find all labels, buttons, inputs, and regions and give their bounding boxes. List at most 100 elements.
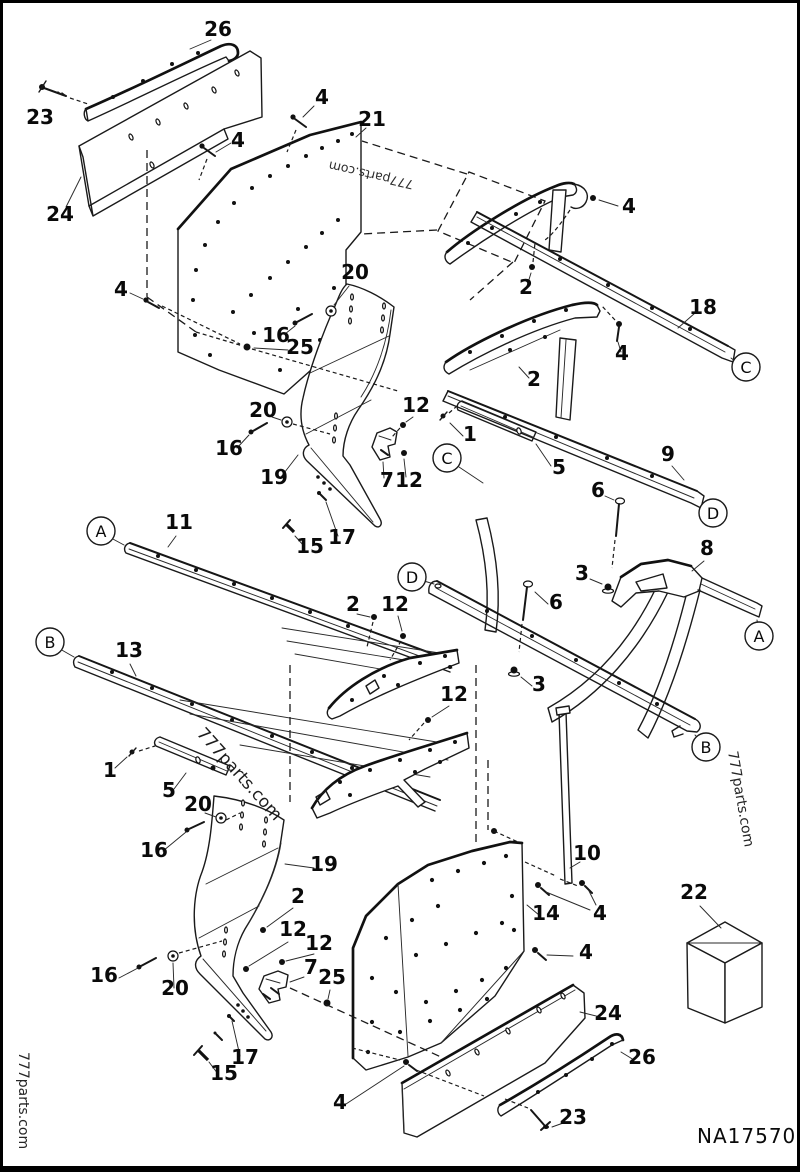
section-markers: A B C D C D A B [35, 352, 774, 762]
callout-4-h: 4 [333, 1090, 347, 1114]
callout-24-top: 24 [46, 202, 74, 226]
screw-4-icons-bottom [351, 861, 593, 1097]
part-26-top-strip [83, 42, 240, 122]
carriage-bolt-6-icons [518, 497, 626, 653]
callout-12-d: 12 [440, 682, 468, 706]
part-7-bracket-upper [371, 427, 398, 461]
callout-labels: 26 23 4 21 4 24 4 2 18 4 20 16 25 2 4 20… [26, 17, 717, 1129]
part-5-bar-lower [153, 736, 231, 776]
callout-26-bottom: 26 [628, 1045, 656, 1069]
callout-16-d: 16 [90, 963, 118, 987]
callout-15-b: 15 [210, 1061, 238, 1085]
bolt-2-12-mid-icons [366, 614, 431, 741]
part-24-top-board [78, 50, 263, 217]
callout-9: 9 [661, 442, 675, 466]
part-8-bracket [611, 558, 763, 618]
callout-7-a: 7 [380, 468, 394, 492]
callout-8: 8 [700, 536, 714, 560]
bolt-1-upper-icon [439, 405, 458, 421]
watermark-left-edge: 777parts.com [15, 1052, 31, 1149]
callout-25-a: 25 [286, 335, 314, 359]
callout-12-a: 12 [402, 393, 430, 417]
callout-4-d: 4 [114, 277, 128, 301]
marker-C-right: C [731, 352, 761, 382]
marker-A-right-letter: A [754, 627, 765, 646]
part-19-blade-upper [300, 283, 395, 528]
construction-dashes [289, 665, 521, 845]
washer-20-screw-16-upper-icons [146, 150, 399, 435]
marker-A-left: A [86, 516, 116, 546]
callout-16-c: 16 [140, 838, 168, 862]
part-10-rod [555, 705, 573, 885]
callout-2-b: 2 [527, 367, 541, 391]
callout-1-a: 1 [463, 422, 477, 446]
screw-15-17-upper-icons [282, 491, 327, 534]
upper-weldment-plate [326, 648, 460, 720]
callout-23-bottom: 23 [559, 1105, 587, 1129]
part-14-panel [351, 840, 525, 1071]
callout-6-a: 6 [591, 478, 605, 502]
callout-19-b: 19 [310, 852, 338, 876]
marker-B-left: B [35, 627, 65, 657]
callout-10: 10 [573, 841, 601, 865]
bolt-2-12-25-lower-icons [243, 927, 442, 1058]
callout-21: 21 [358, 107, 386, 131]
callout-20-d: 20 [161, 976, 189, 1000]
part-21-panel [176, 120, 363, 395]
callout-26-top: 26 [204, 17, 232, 41]
callout-2-d: 2 [291, 884, 305, 908]
callout-20-a: 20 [341, 260, 369, 284]
bolt-1-lower-icon [128, 745, 156, 757]
callout-23-top: 23 [26, 105, 54, 129]
part-21-holes [191, 132, 354, 372]
marker-B-right-letter: B [701, 738, 712, 757]
callout-24-bottom: 24 [594, 1001, 622, 1025]
bolt-12-icons-upper [391, 422, 407, 456]
mid-right-arm-plate [443, 301, 601, 421]
screw-4-icons-top [143, 114, 622, 345]
marker-A-left-letter: A [96, 522, 107, 541]
marker-D-right: D [698, 498, 728, 528]
callout-1-b: 1 [103, 758, 117, 782]
callout-7-b: 7 [304, 955, 318, 979]
screw-15-17-lower-icons [193, 1014, 235, 1062]
callout-2-c: 2 [346, 592, 360, 616]
part-22-box [686, 921, 763, 1024]
part-18-rail [470, 211, 736, 363]
callout-12-c: 12 [381, 592, 409, 616]
marker-D-left: D [397, 562, 427, 592]
callout-11: 11 [165, 510, 193, 534]
callout-25-b: 25 [318, 965, 346, 989]
callout-2-a: 2 [519, 275, 533, 299]
part-7-bracket-lower [258, 970, 289, 1004]
callout-12-f: 12 [305, 931, 333, 955]
callout-16-b: 16 [215, 436, 243, 460]
callout-16-a: 16 [262, 323, 290, 347]
bolt-23-bottom-icon [504, 1098, 551, 1131]
callout-17-b: 17 [231, 1045, 259, 1069]
callout-3-a: 3 [575, 561, 589, 585]
marker-D-right-letter: D [707, 504, 719, 523]
callout-3-b: 3 [532, 672, 546, 696]
nut-3-icons [507, 583, 615, 677]
drawing-number: NA17570 [697, 1124, 796, 1148]
arch-tube-left [475, 517, 499, 633]
hidden-outline-box [360, 140, 546, 301]
washer-20-screw-16-lower-icons [136, 812, 241, 970]
marker-D-left-letter: D [406, 568, 418, 587]
part-26-bottom-strip [497, 1033, 625, 1117]
marker-C-right-letter: C [740, 358, 751, 377]
marker-C-left: C [432, 443, 462, 473]
leader-lines [59, 39, 759, 1128]
part-d-rail [428, 580, 701, 738]
callout-4-b: 4 [231, 128, 245, 152]
callout-22: 22 [680, 880, 708, 904]
marker-B-right: B [691, 732, 721, 762]
marker-C-left-letter: C [441, 449, 452, 468]
callout-15-a: 15 [296, 534, 324, 558]
callout-13: 13 [115, 638, 143, 662]
callout-6-b: 6 [549, 590, 563, 614]
callout-4-a: 4 [315, 85, 329, 109]
